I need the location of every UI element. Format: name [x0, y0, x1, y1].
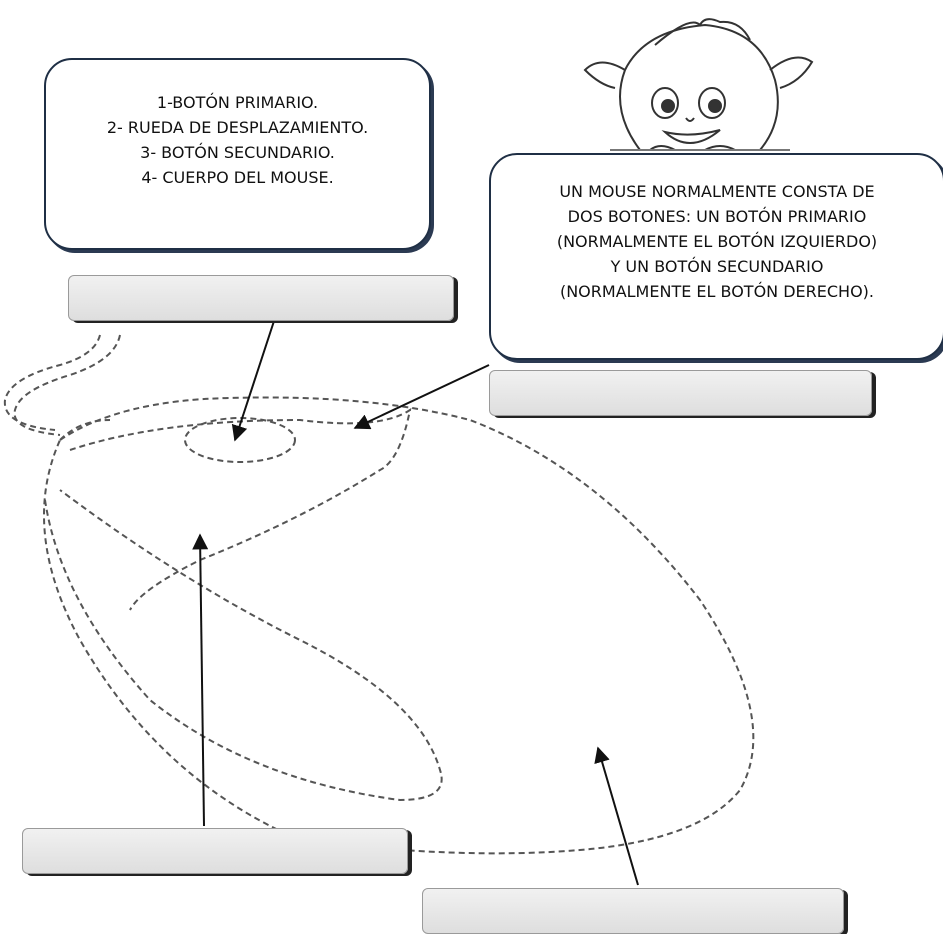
info-line-2: DOS BOTONES: UN BOTÓN PRIMARIO: [567, 207, 867, 226]
mouse-inner-outline: [69, 407, 412, 611]
arrow-to-mouse-body: [594, 746, 639, 886]
info-text: UN MOUSE NORMALMENTE CONSTA DE DOS BOTON…: [491, 155, 943, 304]
parts-line-3: 3- BOTÓN SECUNDARIO.: [140, 143, 335, 162]
mouse-body-outline: [43, 396, 755, 855]
scroll-wheel-outline: [184, 417, 296, 463]
parts-line-4: 4- CUERPO DEL MOUSE.: [141, 168, 334, 187]
info-callout: UN MOUSE NORMALMENTE CONSTA DE DOS BOTON…: [489, 153, 943, 360]
info-line-5: (NORMALMENTE EL BOTÓN DERECHO).: [559, 282, 875, 301]
answer-box-secondary-button[interactable]: [489, 370, 872, 416]
parts-list: 1-BOTÓN PRIMARIO. 2- RUEDA DE DESPLAZAMI…: [46, 60, 429, 190]
parts-list-callout: 1-BOTÓN PRIMARIO. 2- RUEDA DE DESPLAZAMI…: [44, 58, 431, 250]
arrow-to-left-button: [192, 533, 209, 827]
parts-line-2: 2- RUEDA DE DESPLAZAMIENTO.: [106, 118, 369, 137]
mouse-cable: [13, 334, 121, 436]
arrow-to-right-button: [353, 364, 490, 430]
answer-box-primary-button[interactable]: [22, 828, 408, 874]
parts-line-1: 1-BOTÓN PRIMARIO.: [156, 93, 319, 112]
info-line-3: (NORMALMENTE EL BOTÓN IZQUIERDO): [556, 232, 878, 251]
info-line-4: Y UN BOTÓN SECUNDARIO: [610, 257, 824, 276]
info-line-1: UN MOUSE NORMALMENTE CONSTA DE: [559, 182, 875, 201]
girl-illustration: [583, 18, 814, 151]
arrow-to-scroll-wheel: [231, 317, 276, 442]
answer-box-mouse-body[interactable]: [422, 888, 844, 934]
answer-box-scroll-wheel[interactable]: [68, 275, 454, 321]
label-arrows: [192, 317, 639, 886]
